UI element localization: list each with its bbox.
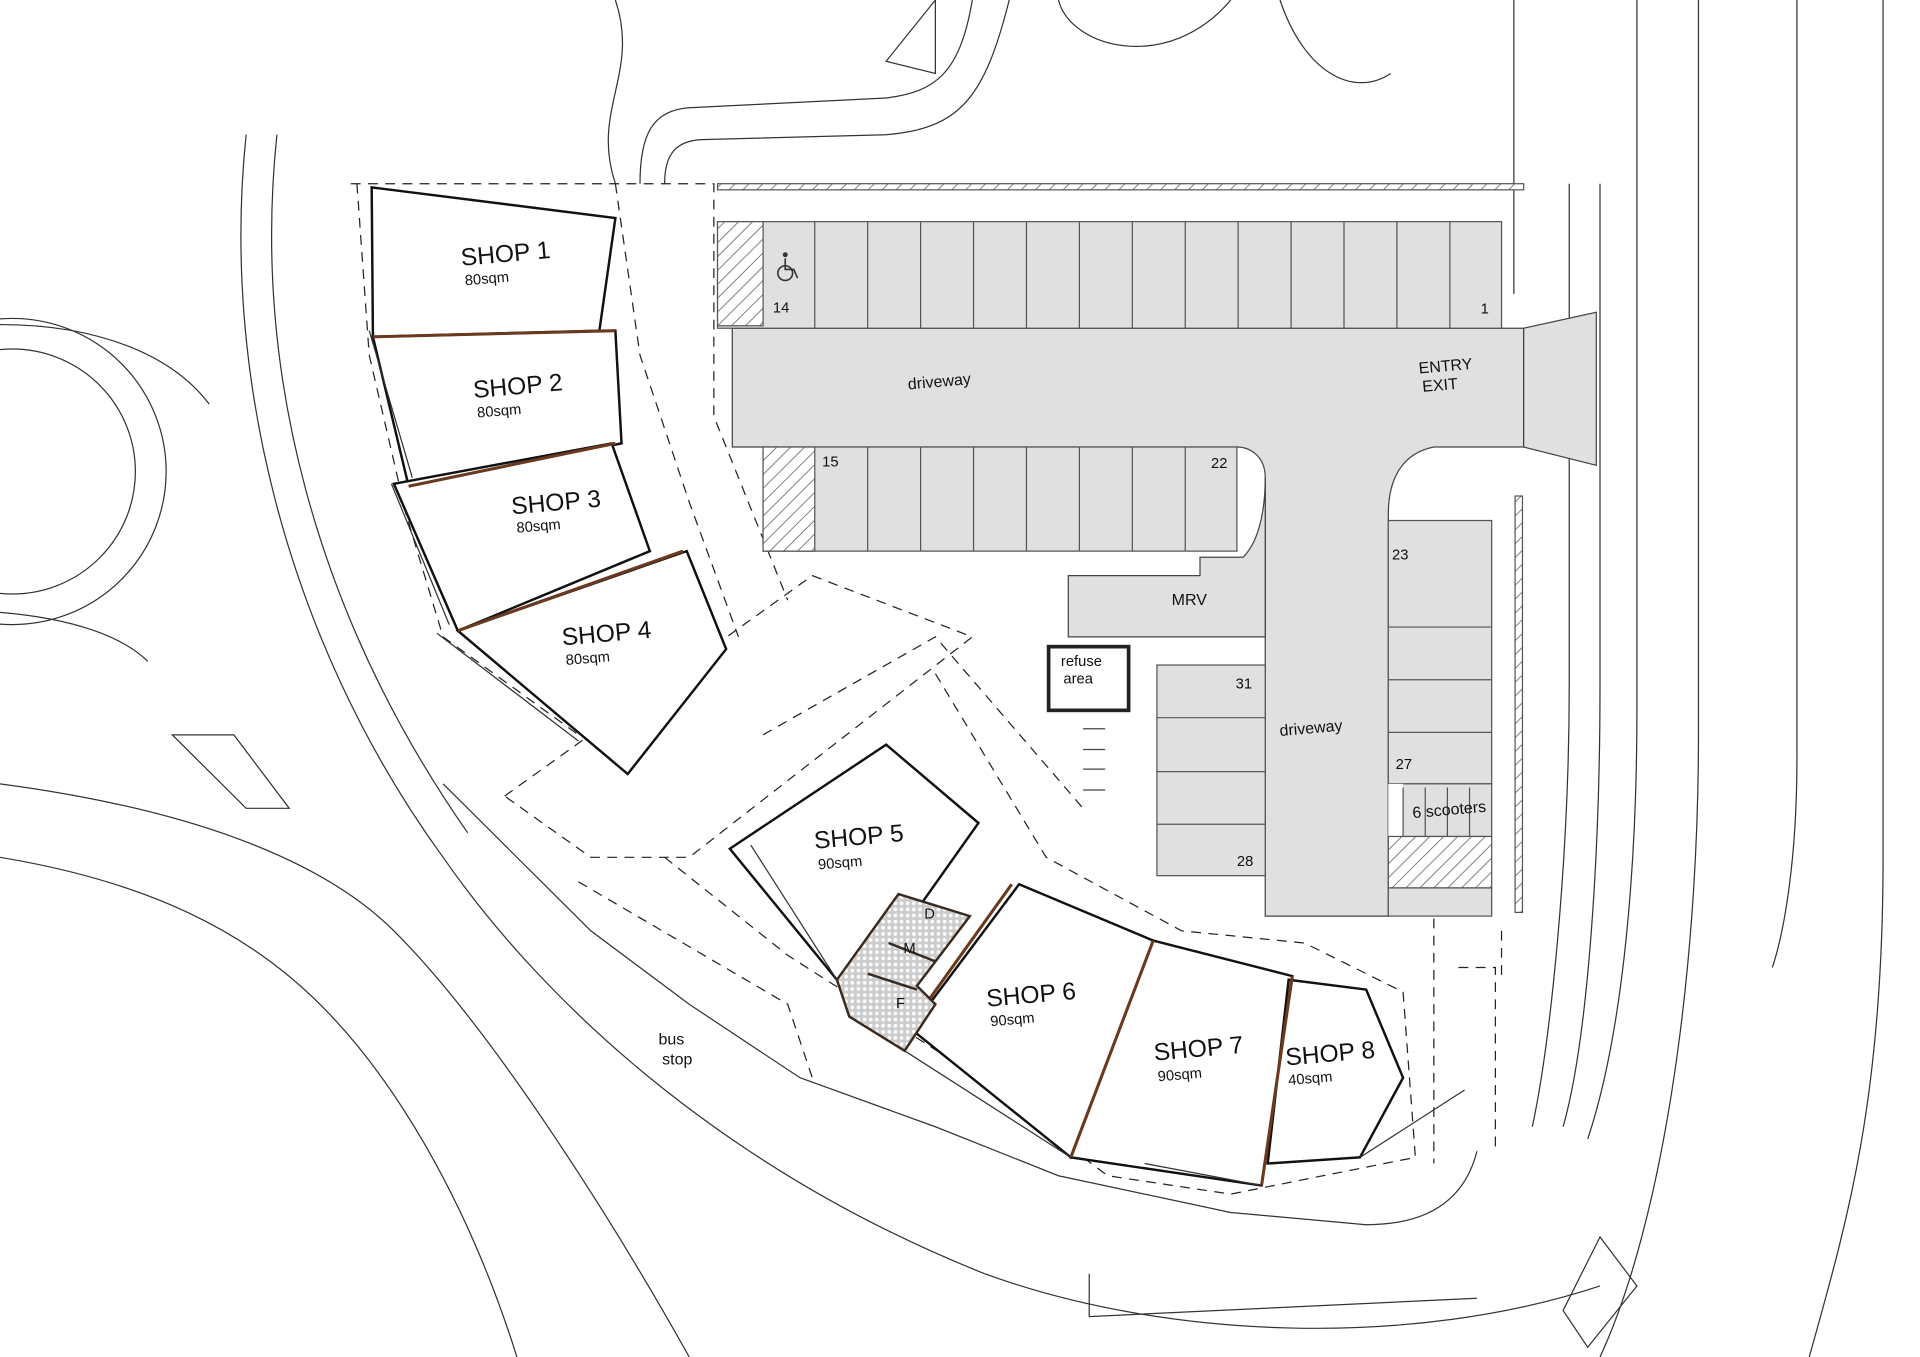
- shop-2-area: 80sqm: [476, 402, 522, 422]
- toilet-female: F: [896, 996, 905, 1012]
- labels: SHOP 1 80sqm SHOP 2 80sqm SHOP 3 80sqm S…: [460, 237, 1489, 1089]
- refuse-area: [1046, 644, 1131, 713]
- shop-1-area: 80sqm: [464, 270, 510, 290]
- driveway-area: [731, 327, 1525, 917]
- mrv-label: MRV: [1172, 592, 1208, 609]
- wheelchair-icon: [777, 252, 799, 282]
- bay-27: 27: [1396, 757, 1412, 773]
- shop-6-area: 90sqm: [990, 1011, 1036, 1031]
- scooters-label: 6 scooters: [1412, 799, 1487, 822]
- driveway-label: driveway: [907, 371, 971, 393]
- toilet-disabled: D: [924, 907, 935, 923]
- shop-7-area: 90sqm: [1157, 1066, 1203, 1086]
- exit-label: EXIT: [1422, 376, 1459, 396]
- shop-5-outline: [728, 743, 981, 982]
- bay-22: 22: [1211, 456, 1227, 472]
- bay-23: 23: [1392, 548, 1408, 564]
- refuse-label-1: refuse: [1061, 654, 1102, 670]
- toilet-male: M: [903, 941, 915, 957]
- mrv-bay: [1067, 477, 1266, 638]
- shop-8-outline: [1266, 978, 1405, 1165]
- bus-stop-label-2: stop: [662, 1051, 692, 1068]
- shop-8-area: 40sqm: [1288, 1069, 1334, 1089]
- bay-14: 14: [773, 300, 789, 316]
- bay-1: 1: [1481, 302, 1489, 318]
- shop-3-area: 80sqm: [516, 517, 562, 537]
- shop-3-outline: [392, 441, 652, 633]
- shop-4-area: 80sqm: [565, 649, 611, 669]
- shop-units: [368, 185, 1465, 1187]
- bay-28: 28: [1237, 854, 1253, 870]
- shop-5-area: 90sqm: [817, 854, 863, 874]
- entry-label: ENTRY: [1418, 356, 1474, 378]
- car-park: [716, 221, 1597, 917]
- entry-ramp: [1523, 311, 1597, 467]
- refuse-label-2: area: [1063, 671, 1093, 687]
- bus-stop-label-1: bus: [658, 1032, 684, 1049]
- bay-15: 15: [822, 455, 838, 471]
- toilet-block: [835, 892, 972, 1053]
- bay-31: 31: [1236, 676, 1252, 692]
- driveway-label-vertical: driveway: [1279, 718, 1343, 740]
